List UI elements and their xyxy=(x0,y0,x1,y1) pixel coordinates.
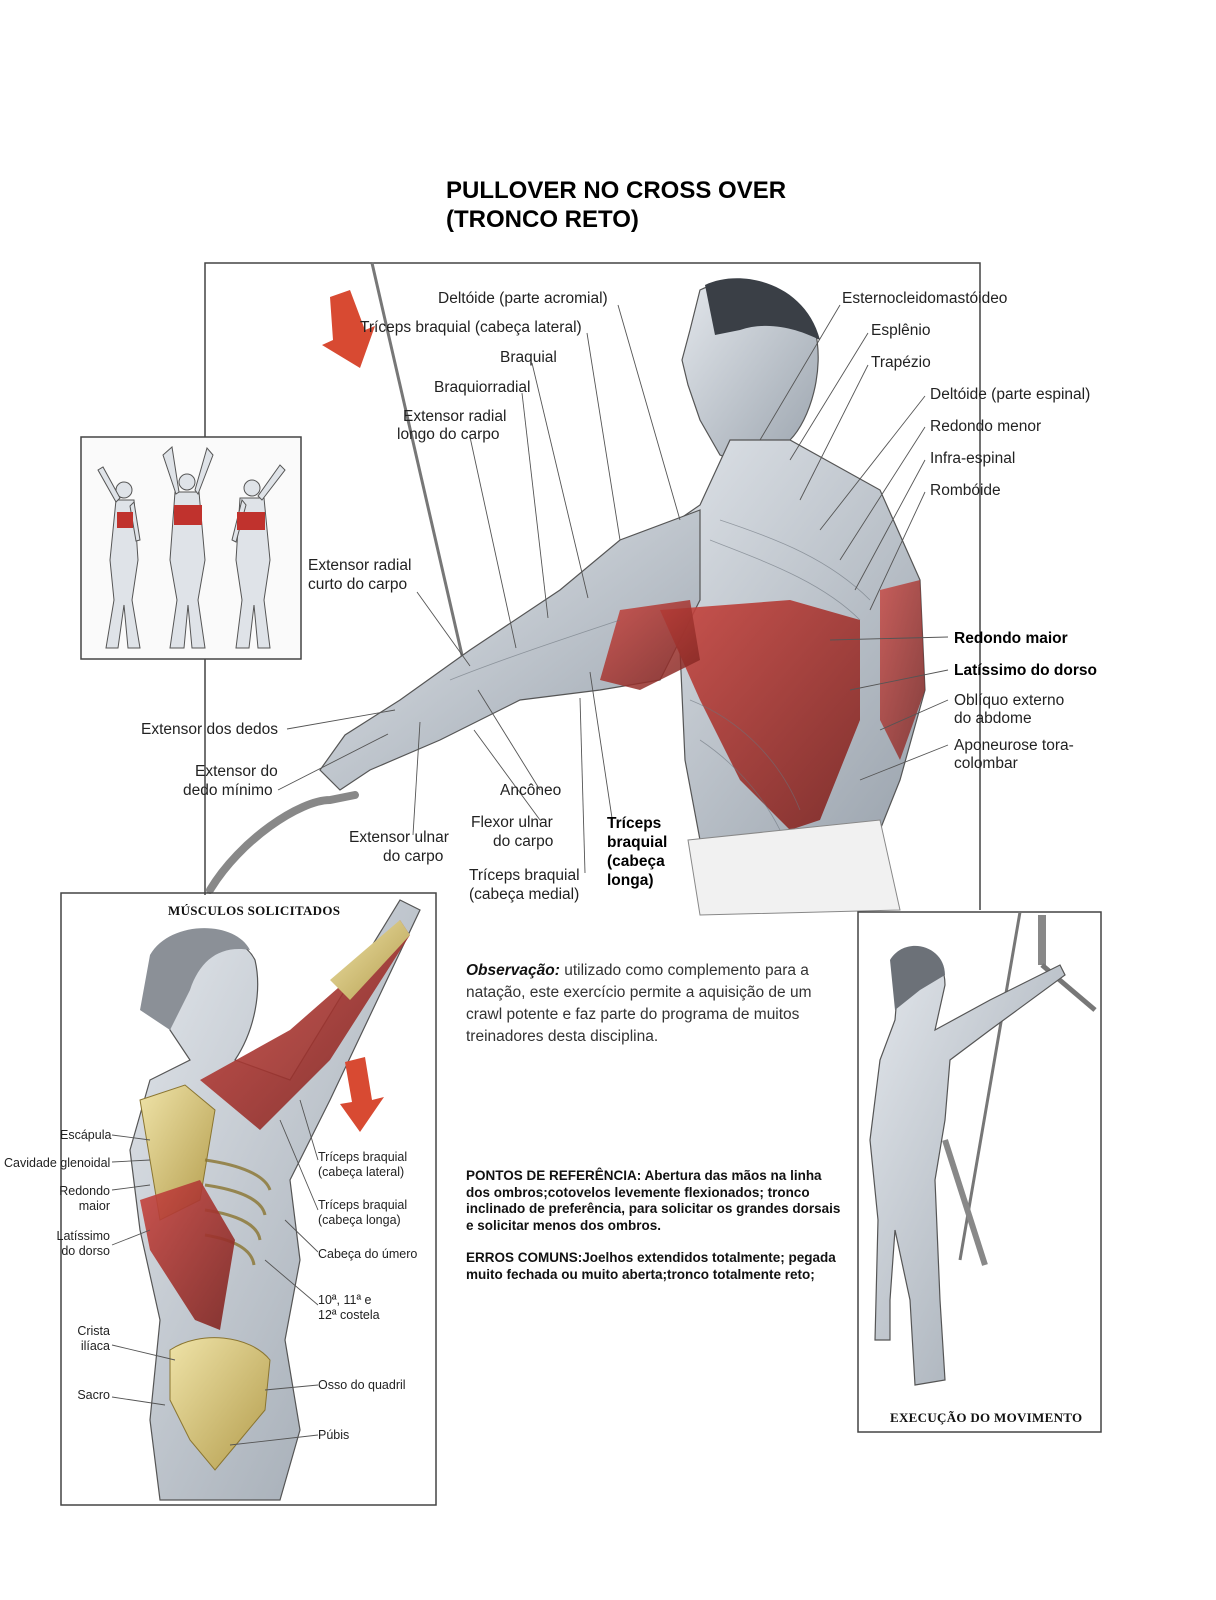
label-extensor-ulnar-2: do carpo xyxy=(383,848,444,865)
label-triceps-longa-3: (cabeça xyxy=(607,853,665,870)
label-cavidade-glenoidal: Cavidade glenoidal xyxy=(4,1156,111,1170)
label-escapula: Escápula xyxy=(60,1128,112,1142)
label-latissimo: Latíssimo do dorso xyxy=(954,662,1097,679)
notes-erros-comuns: ERROS COMUNS:Joelhos extendidos totalmen… xyxy=(466,1250,836,1282)
label-triceps-lateral-small-1: Tríceps braquial xyxy=(318,1150,408,1164)
label-anconeo: Ancôneo xyxy=(500,782,562,799)
label-redondo-menor: Redondo menor xyxy=(930,418,1042,435)
label-osso-quadril: Osso do quadril xyxy=(318,1378,406,1392)
label-deltoide-acromial: Deltóide (parte acromial) xyxy=(438,290,608,307)
cable-bar xyxy=(206,791,359,894)
small-figures-panel xyxy=(80,436,302,660)
label-triceps-longa-4: longa) xyxy=(607,872,654,889)
label-redondo-maior-2: maior xyxy=(78,1199,110,1213)
label-sacro: Sacro xyxy=(77,1388,110,1402)
label-redondo-maior: Redondo maior xyxy=(954,630,1068,647)
page-title: PULLOVER NO CROSS OVER (TRONCO RETO) xyxy=(446,176,786,234)
notes-pontos-referencia: PONTOS DE REFERÊNCIA: Abertura das mãos … xyxy=(466,1168,841,1233)
muscles-panel-heading: MÚSCULOS SOLICITADOS xyxy=(168,903,341,918)
small-figure-left xyxy=(97,466,141,649)
label-aponeurose-2: colombar xyxy=(954,755,1018,772)
label-crista-2: ilíaca xyxy=(80,1339,110,1353)
label-latissimo-1: Latíssimo xyxy=(56,1229,111,1243)
label-extensor-radial-longo-2: longo do carpo xyxy=(397,426,500,443)
label-pubis: Púbis xyxy=(318,1428,350,1442)
label-triceps-longa-2: braquial xyxy=(607,834,668,851)
execution-panel xyxy=(857,911,1102,1433)
label-braquial: Braquial xyxy=(500,349,557,366)
label-infra-espinal: Infra-espinal xyxy=(930,450,1016,467)
label-triceps-lateral: Tríceps braquial (cabeça lateral) xyxy=(360,319,582,336)
label-extensor-dedos: Extensor dos dedos xyxy=(141,721,279,738)
label-esplenio: Esplênio xyxy=(871,322,931,339)
main-frame xyxy=(204,262,981,910)
label-costelas-2: 12ª costela xyxy=(318,1308,380,1322)
notes-block: PONTOS DE REFERÊNCIA: Abertura das mãos … xyxy=(466,1168,846,1299)
label-triceps-longa-small-1: Tríceps braquial xyxy=(318,1198,408,1212)
label-crista-1: Crista xyxy=(77,1324,110,1338)
label-extensor-ulnar-1: Extensor ulnar xyxy=(349,829,449,846)
label-extensor-dedo-minimo-1: Extensor do xyxy=(195,763,278,780)
label-obliquo-2: do abdome xyxy=(954,710,1032,727)
label-deltoide-espinal: Deltóide (parte espinal) xyxy=(930,386,1091,403)
label-triceps-lateral-small-2: (cabeça lateral) xyxy=(318,1165,405,1179)
label-flexor-ulnar-2: do carpo xyxy=(493,833,554,850)
label-aponeurose-1: Aponeurose tora- xyxy=(954,737,1074,754)
label-trapezio: Trapézio xyxy=(871,354,931,371)
small-figure-right xyxy=(231,464,286,649)
arrow-down-icon-2 xyxy=(340,1057,384,1132)
page-title-line-1: PULLOVER NO CROSS OVER xyxy=(446,177,787,204)
main-leader-lines xyxy=(277,304,949,874)
label-extensor-radial-curto-1: Extensor radial xyxy=(308,557,412,574)
page-title-line-2: (TRONCO RETO) xyxy=(446,206,639,233)
label-braquiorradial: Braquiorradial xyxy=(434,379,531,396)
label-extensor-dedo-minimo-2: dedo mínimo xyxy=(183,782,273,799)
label-extensor-radial-curto-2: curto do carpo xyxy=(308,576,408,593)
label-redondo-maior-1: Redondo xyxy=(59,1184,110,1198)
label-triceps-medial-1: Tríceps braquial xyxy=(469,867,580,884)
label-obliquo-1: Oblíquo externo xyxy=(954,692,1065,709)
observation-text: Observação: utilizado como complemento p… xyxy=(466,960,846,1048)
execution-panel-heading: EXECUÇÃO DO MOVIMENTO xyxy=(890,1410,1083,1425)
label-extensor-radial-longo-1: Extensor radial xyxy=(403,408,507,425)
label-flexor-ulnar-1: Flexor ulnar xyxy=(471,814,553,831)
cable xyxy=(370,262,472,691)
label-triceps-longa-small-2: (cabeça longa) xyxy=(318,1213,401,1227)
label-latissimo-2: do dorso xyxy=(61,1244,110,1258)
label-triceps-longa-1: Tríceps xyxy=(607,815,662,832)
label-romboide: Rombóide xyxy=(930,482,1001,499)
small-figure-center xyxy=(162,446,214,649)
label-triceps-medial-2: (cabeça medial) xyxy=(469,886,580,903)
label-costelas-1: 10ª, 11ª e xyxy=(318,1293,372,1307)
label-cabeca-umero: Cabeça do úmero xyxy=(318,1247,418,1261)
main-figure xyxy=(319,278,926,916)
label-esternocleidomastoideo: Esternocleidomastóideo xyxy=(842,290,1008,307)
observation-body: utilizado como complemento para a nataçã… xyxy=(466,962,812,1045)
arrow-down-icon xyxy=(322,290,375,368)
muscles-panel xyxy=(60,892,437,1506)
observation-keyword: Observação: xyxy=(466,962,560,979)
